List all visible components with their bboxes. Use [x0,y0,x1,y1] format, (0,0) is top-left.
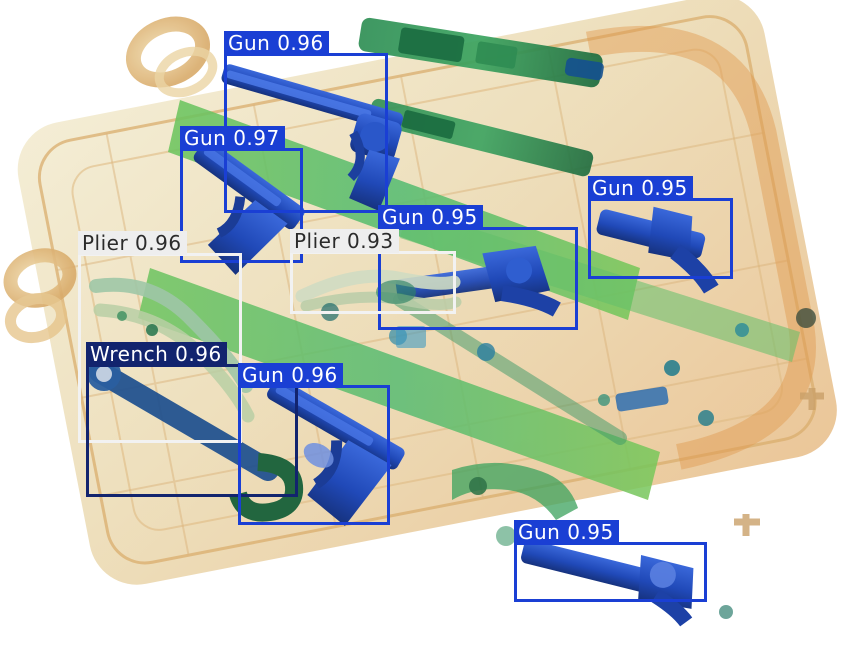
green-clamp-object [452,462,578,520]
detection-box-plier-096[interactable]: Plier 0.96 [78,231,242,443]
detection-label-wrench-096: Wrench 0.96 [86,342,227,366]
gun-object-left [193,140,305,275]
detection-box-gun-095-middle[interactable]: Gun 0.95 [378,205,578,330]
detection-box-gun-095-bottom[interactable]: Gun 0.95 [514,520,707,602]
detection-label-gun-097: Gun 0.97 [180,126,285,150]
long-barrel-object [358,17,604,88]
detection-box-gun-096-bottom[interactable]: Gun 0.96 [238,363,390,525]
detection-label-plier-096: Plier 0.96 [78,231,187,255]
gun-object-bottom-right [521,539,694,627]
gun-object-top [221,64,403,211]
plier-object-middle [295,269,462,321]
long-barrel-object-2 [368,98,594,177]
gun-object-right [596,206,719,294]
detection-label-gun-095-bottom: Gun 0.95 [514,520,619,544]
detection-box-plier-093[interactable]: Plier 0.93 [290,229,456,314]
detection-label-gun-096-bottom: Gun 0.96 [238,363,343,387]
detection-label-gun-095-middle: Gun 0.95 [378,205,483,229]
detection-label-plier-093: Plier 0.93 [290,229,399,253]
detection-label-gun-096-top: Gun 0.96 [224,31,329,55]
detection-box-wrench-096[interactable]: Wrench 0.96 [86,342,298,497]
detection-box-gun-097[interactable]: Gun 0.97 [180,126,303,263]
gun-object-bottom-left [267,378,405,526]
detection-label-gun-095-right: Gun 0.95 [588,176,693,200]
detection-box-gun-095-right[interactable]: Gun 0.95 [588,176,733,279]
bag-handles [3,16,218,344]
wrench-object-2 [393,293,627,445]
bag-fittings [389,308,824,619]
